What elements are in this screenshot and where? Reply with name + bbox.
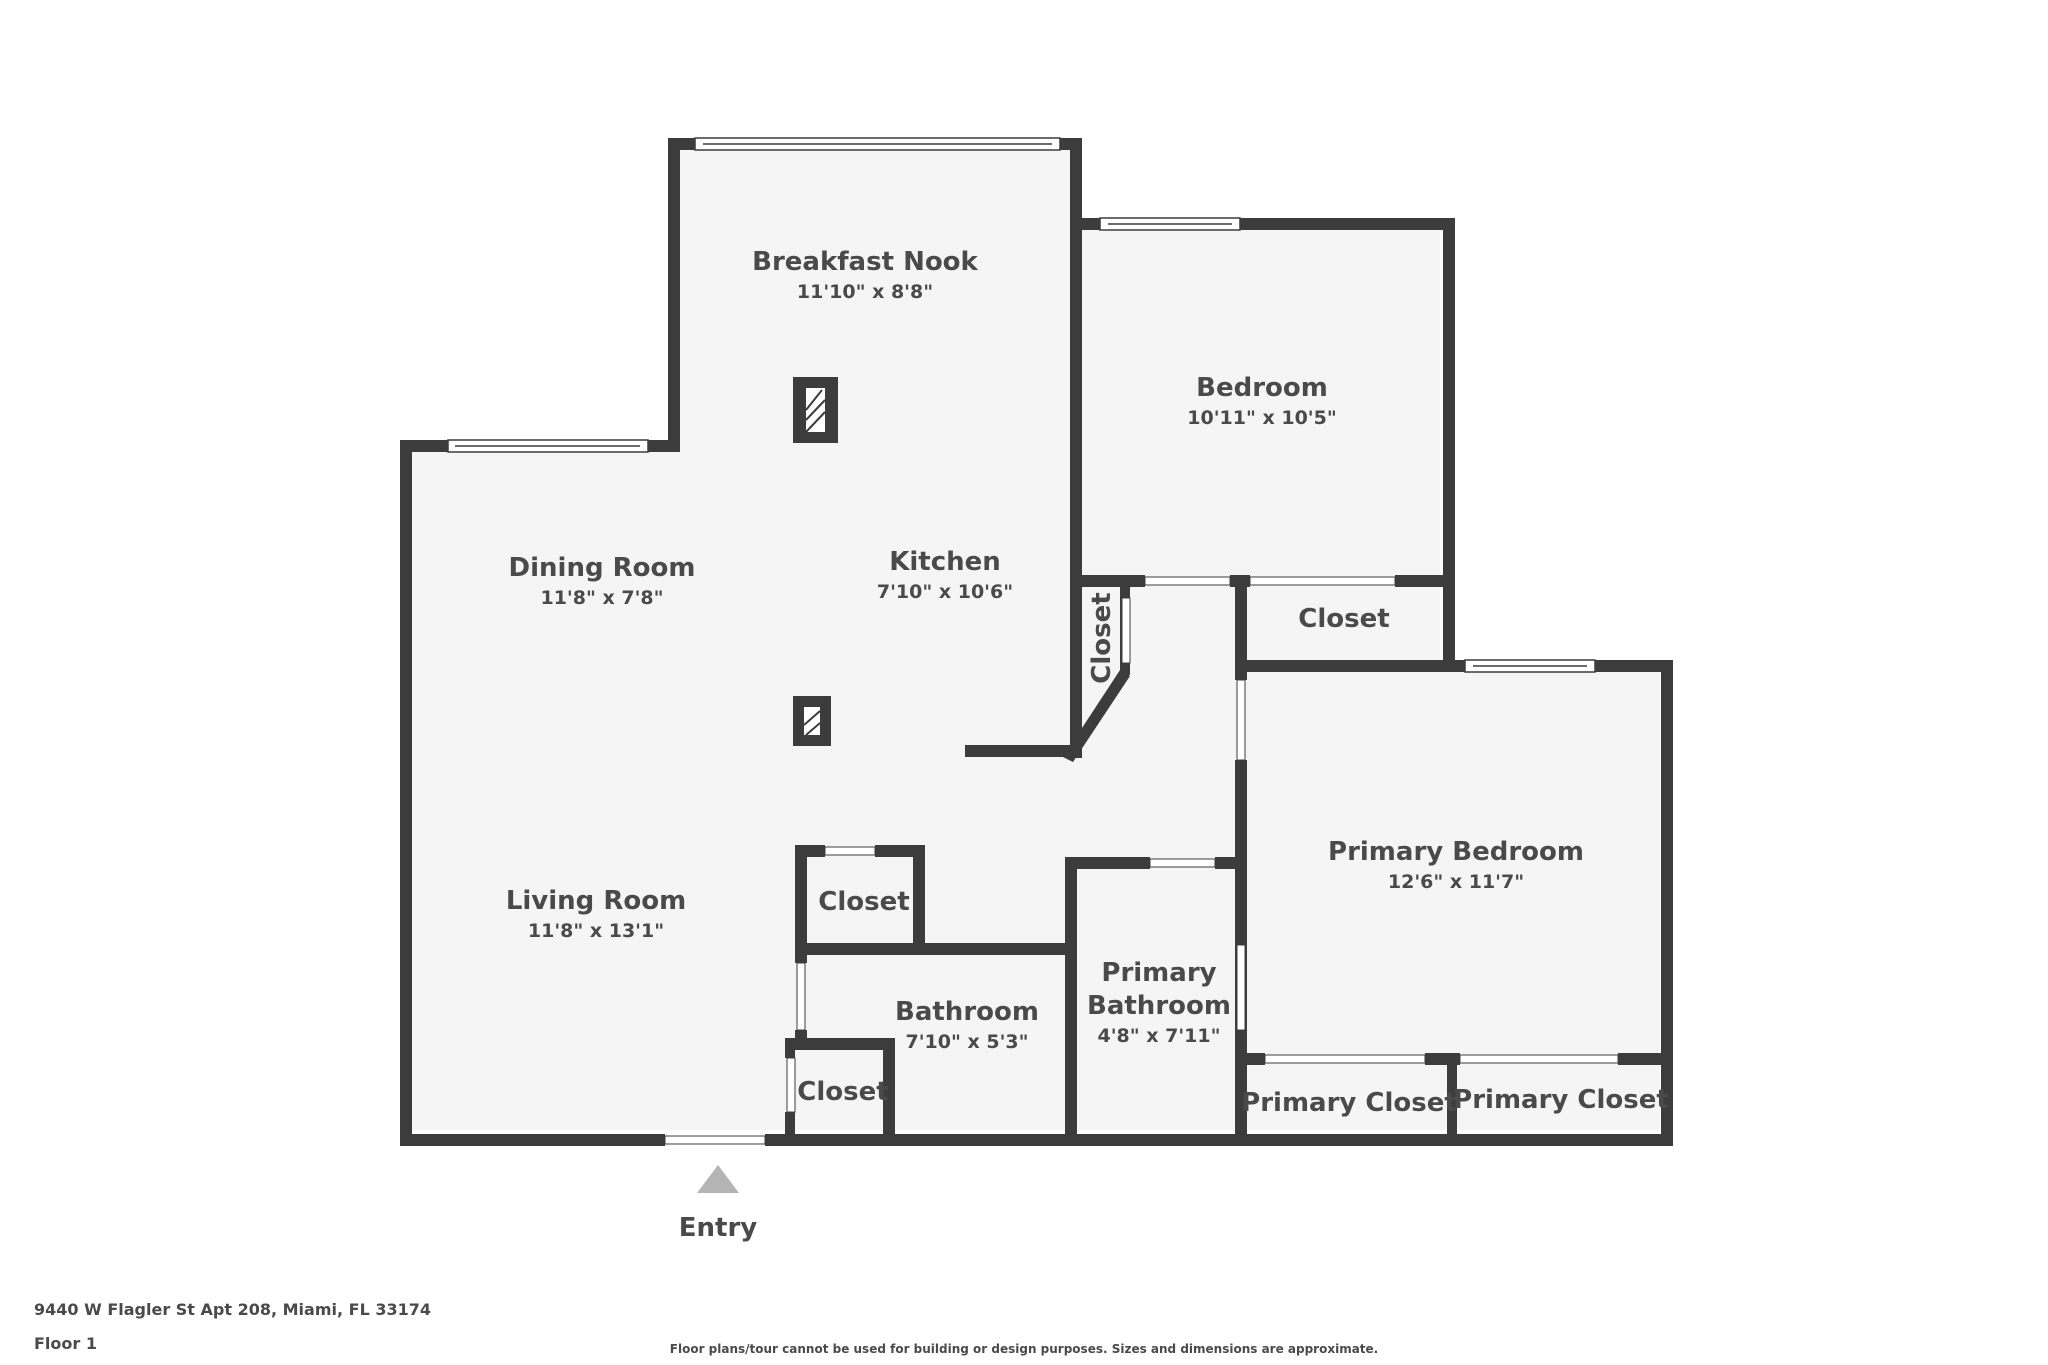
door — [1459, 1054, 1619, 1064]
doors — [664, 576, 1619, 1145]
wall — [1618, 1053, 1673, 1065]
fixture-hatch — [803, 710, 821, 736]
wall — [785, 1038, 895, 1050]
wall — [875, 845, 925, 857]
door — [1264, 1054, 1426, 1064]
room-name-closet-hall: Closet — [818, 887, 909, 917]
room-dims-bedroom: 10'11" x 10'5" — [1187, 407, 1336, 429]
room-name-primary-bedroom: Primary Bedroom — [1328, 837, 1584, 867]
wall — [1235, 660, 1455, 672]
property-address: 9440 W Flagler St Apt 208, Miami, FL 331… — [34, 1300, 431, 1319]
room-name-dining-room: Dining Room — [509, 553, 696, 583]
room-dims-dining-room: 11'8" x 7'8" — [540, 587, 663, 609]
room-name-closet-bedroom: Closet — [1298, 604, 1389, 634]
room-dims-kitchen: 7'10" x 10'6" — [877, 581, 1013, 603]
room-name-bathroom: Bathroom — [895, 997, 1039, 1027]
wall — [1395, 575, 1455, 587]
closet-bedroom-floor — [1245, 585, 1440, 660]
wall — [1447, 1053, 1457, 1146]
floor-label: Floor 1 — [34, 1334, 97, 1353]
room-dims-breakfast-nook: 11'10" x 8'8" — [797, 281, 933, 303]
wall — [785, 1038, 795, 1058]
room-name-closet-vertical: Closet — [1087, 592, 1117, 683]
room-name-living-room: Living Room — [506, 886, 686, 916]
door — [1149, 858, 1216, 868]
room-dims-bathroom: 7'10" x 5'3" — [905, 1031, 1028, 1053]
fixtures — [803, 388, 826, 736]
wall — [1443, 218, 1455, 668]
room-name-breakfast-nook: Breakfast Nook — [752, 247, 978, 277]
door — [796, 962, 806, 1031]
wall — [1235, 1053, 1265, 1065]
wall — [1070, 575, 1145, 587]
room-name-primary-bathroom-line2: Bathroom — [1087, 991, 1231, 1021]
room-dims-primary-bathroom: 4'8" x 7'11" — [1097, 1025, 1220, 1047]
room-name-primary-bathroom-line1: Primary — [1101, 958, 1216, 988]
door — [1236, 944, 1246, 1031]
wall — [400, 440, 412, 1146]
wall — [1661, 660, 1673, 1146]
wall — [1215, 857, 1245, 869]
room-name-closet-entry: Closet — [797, 1077, 888, 1107]
room-name-primary-closet-2: Primary Closet — [1453, 1085, 1669, 1115]
door — [786, 1057, 796, 1113]
disclaimer: Floor plans/tour cannot be used for buil… — [669, 1342, 1379, 1356]
entry-arrow-icon — [697, 1165, 739, 1193]
door — [824, 846, 876, 856]
room-name-bedroom: Bedroom — [1196, 373, 1328, 403]
entry-label: Entry — [679, 1213, 758, 1243]
wall — [765, 1134, 1673, 1146]
wall — [400, 1134, 665, 1146]
wall — [1065, 857, 1150, 869]
hall-floor — [1080, 585, 1240, 865]
wall — [1065, 857, 1077, 1146]
wall — [795, 943, 807, 963]
room-name-kitchen: Kitchen — [889, 547, 1001, 577]
room-dims-primary-bedroom: 12'6" x 11'7" — [1388, 871, 1524, 893]
door — [1236, 679, 1246, 761]
door — [664, 1135, 766, 1145]
fixture-hatch — [805, 389, 826, 433]
floor-fills — [405, 145, 1660, 1130]
door — [1249, 576, 1396, 586]
wall — [795, 845, 807, 945]
bedroom-floor — [1080, 225, 1440, 580]
door — [1144, 576, 1231, 586]
wall — [1070, 575, 1082, 750]
wall — [785, 1112, 795, 1146]
wall — [795, 943, 1075, 955]
main-living-area-floor — [405, 145, 1240, 1130]
wall — [1235, 660, 1247, 680]
room-dims-living-room: 11'8" x 13'1" — [528, 920, 664, 942]
door — [1121, 597, 1131, 664]
windows — [447, 137, 1596, 673]
room-labels: Breakfast Nook 11'10" x 8'8" Bedroom 10'… — [506, 247, 1669, 1243]
wall — [668, 138, 680, 452]
wall — [965, 745, 1075, 757]
wall — [1235, 575, 1247, 675]
room-name-primary-closet-1: Primary Closet — [1241, 1088, 1457, 1118]
wall — [913, 845, 925, 945]
wall — [883, 1038, 895, 1146]
